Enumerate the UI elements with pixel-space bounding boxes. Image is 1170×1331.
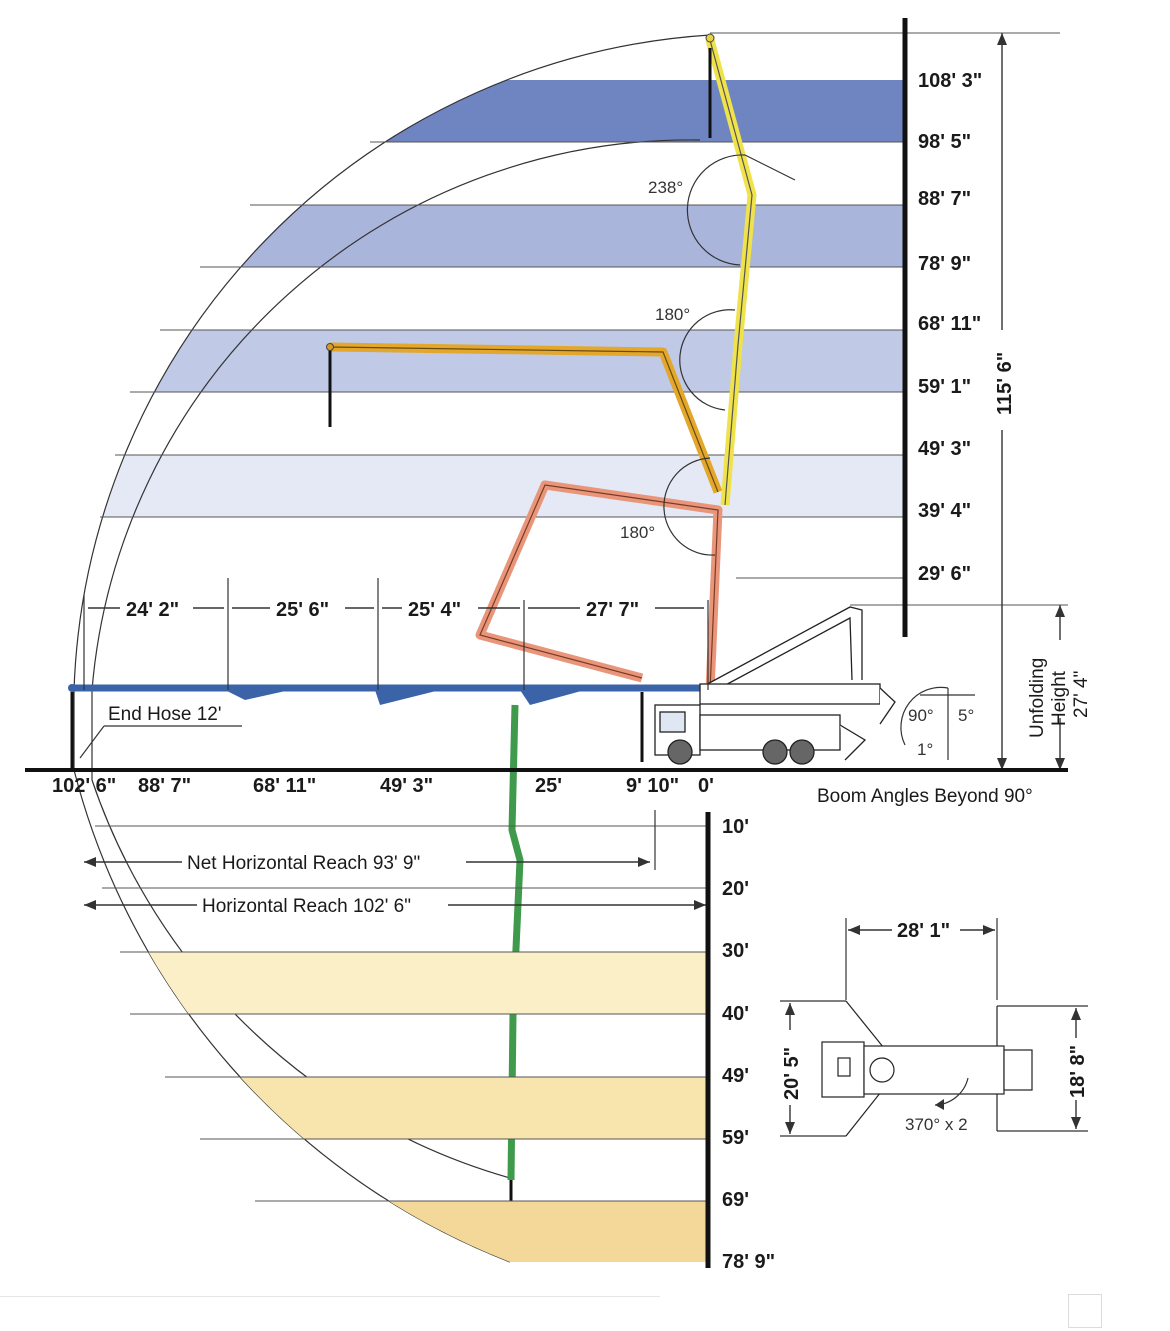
angle-90: 90° bbox=[908, 706, 934, 725]
net-reach-label: Net Horizontal Reach 93' 9" bbox=[187, 853, 420, 874]
end-hose-label: End Hose 12' bbox=[108, 704, 221, 725]
depth-label-5: 49' bbox=[722, 1065, 749, 1087]
reach-labels: 102' 6" 88' 7" 68' 11" 49' 3" 25' 9' 10"… bbox=[52, 775, 714, 797]
depth-label-3: 30' bbox=[722, 940, 749, 962]
boom-angles-note: Boom Angles Beyond 90° bbox=[817, 786, 1033, 807]
band-30-40 bbox=[74, 952, 710, 1014]
band-49-59 bbox=[74, 1077, 710, 1139]
boom-blue bbox=[68, 684, 700, 768]
band-39-49 bbox=[74, 455, 905, 517]
rear-support-label: 18' 8" bbox=[1067, 1045, 1089, 1098]
segment-label-4: 27' 7" bbox=[586, 599, 639, 621]
end-hose-callout: End Hose 12' bbox=[79, 704, 242, 759]
segment-dimensions: 24' 2" 25' 6" 25' 4" 27' 7" bbox=[83, 578, 709, 690]
band-69-78 bbox=[74, 1201, 710, 1262]
depth-label-4: 40' bbox=[722, 1003, 749, 1025]
reach-label-2: 88' 7" bbox=[138, 775, 191, 797]
reach-label-3: 68' 11" bbox=[253, 775, 316, 797]
outrigger-plan: 28' 1" 20' 5" 18' 8" 370° x 2 bbox=[780, 918, 1089, 1137]
depth-labels: 10' 20' 30' 40' 49' 59' 69' 78' 9" bbox=[722, 816, 775, 1273]
height-gridlines bbox=[100, 32, 1068, 606]
boom-yellow bbox=[705, 33, 757, 506]
depth-label-7: 69' bbox=[722, 1189, 749, 1211]
spread-width-label: 28' 1" bbox=[897, 920, 950, 942]
horizontal-reach-label: Horizontal Reach 102' 6" bbox=[202, 896, 411, 917]
height-label-9: 29' 6" bbox=[918, 563, 971, 585]
reach-label-6: 9' 10" bbox=[626, 775, 679, 797]
lower-depth-bands bbox=[74, 952, 710, 1262]
total-height-label: 115' 6" bbox=[994, 352, 1016, 415]
truck-illustration bbox=[654, 606, 896, 765]
reach-label-5: 25' bbox=[535, 775, 562, 797]
height-label-3: 88' 7" bbox=[918, 188, 971, 210]
depth-label-8: 78' 9" bbox=[722, 1251, 775, 1273]
angle-238: 238° bbox=[648, 178, 683, 197]
depth-label-1: 10' bbox=[722, 816, 749, 838]
inner-reach-arc bbox=[91, 139, 701, 1179]
upper-reach-bands bbox=[74, 80, 905, 517]
band-78-88 bbox=[74, 205, 905, 267]
height-label-2: 98' 5" bbox=[918, 131, 971, 153]
height-label-1: 108' 3" bbox=[918, 70, 982, 92]
segment-label-3: 25' 4" bbox=[408, 599, 461, 621]
depth-label-6: 59' bbox=[722, 1127, 749, 1149]
angle-5: 5° bbox=[958, 706, 974, 725]
band-59-68 bbox=[74, 330, 905, 392]
depth-label-2: 20' bbox=[722, 878, 749, 900]
unfolding-height-dimension: Unfolding Height 27' 4" bbox=[1027, 605, 1092, 770]
boom-angle-markers: 90° 5° 1° bbox=[900, 686, 975, 760]
reach-dimensions: Net Horizontal Reach 93' 9" Horizontal R… bbox=[84, 810, 706, 917]
height-label-4: 78' 9" bbox=[918, 253, 971, 275]
depth-gridlines bbox=[95, 825, 708, 1202]
angle-1: 1° bbox=[917, 740, 933, 759]
reach-label-4: 49' 3" bbox=[380, 775, 433, 797]
unfolding-value: 27' 4" bbox=[1071, 671, 1092, 718]
height-labels: 108' 3" 98' 5" 88' 7" 78' 9" 68' 11" 59'… bbox=[918, 70, 982, 585]
front-support-label: 20' 5" bbox=[781, 1047, 803, 1100]
height-label-5: 68' 11" bbox=[918, 313, 981, 335]
boom-salmon bbox=[475, 480, 723, 691]
height-label-6: 59' 1" bbox=[918, 376, 971, 398]
angle-180-lower: 180° bbox=[620, 523, 655, 542]
reach-label-7: 0' bbox=[698, 775, 714, 797]
boom-orange bbox=[326, 342, 723, 494]
band-98-108 bbox=[74, 80, 905, 142]
rotation-label: 370° x 2 bbox=[905, 1115, 968, 1134]
segment-label-2: 25' 6" bbox=[276, 599, 329, 621]
folding-angle-arcs: 238° 180° 180° bbox=[620, 154, 796, 556]
height-label-8: 39' 4" bbox=[918, 500, 971, 522]
corner-box bbox=[1068, 1294, 1102, 1328]
height-label-7: 49' 3" bbox=[918, 438, 971, 460]
segment-label-1: 24' 2" bbox=[126, 599, 179, 621]
angle-180-upper: 180° bbox=[655, 305, 690, 324]
total-height-dimension: 115' 6" bbox=[994, 33, 1016, 770]
bottom-divider bbox=[0, 1296, 660, 1297]
unfolding-line-2: Height bbox=[1049, 670, 1070, 726]
unfolding-line-1: Unfolding bbox=[1027, 658, 1048, 738]
reach-label-1: 102' 6" bbox=[52, 775, 116, 797]
